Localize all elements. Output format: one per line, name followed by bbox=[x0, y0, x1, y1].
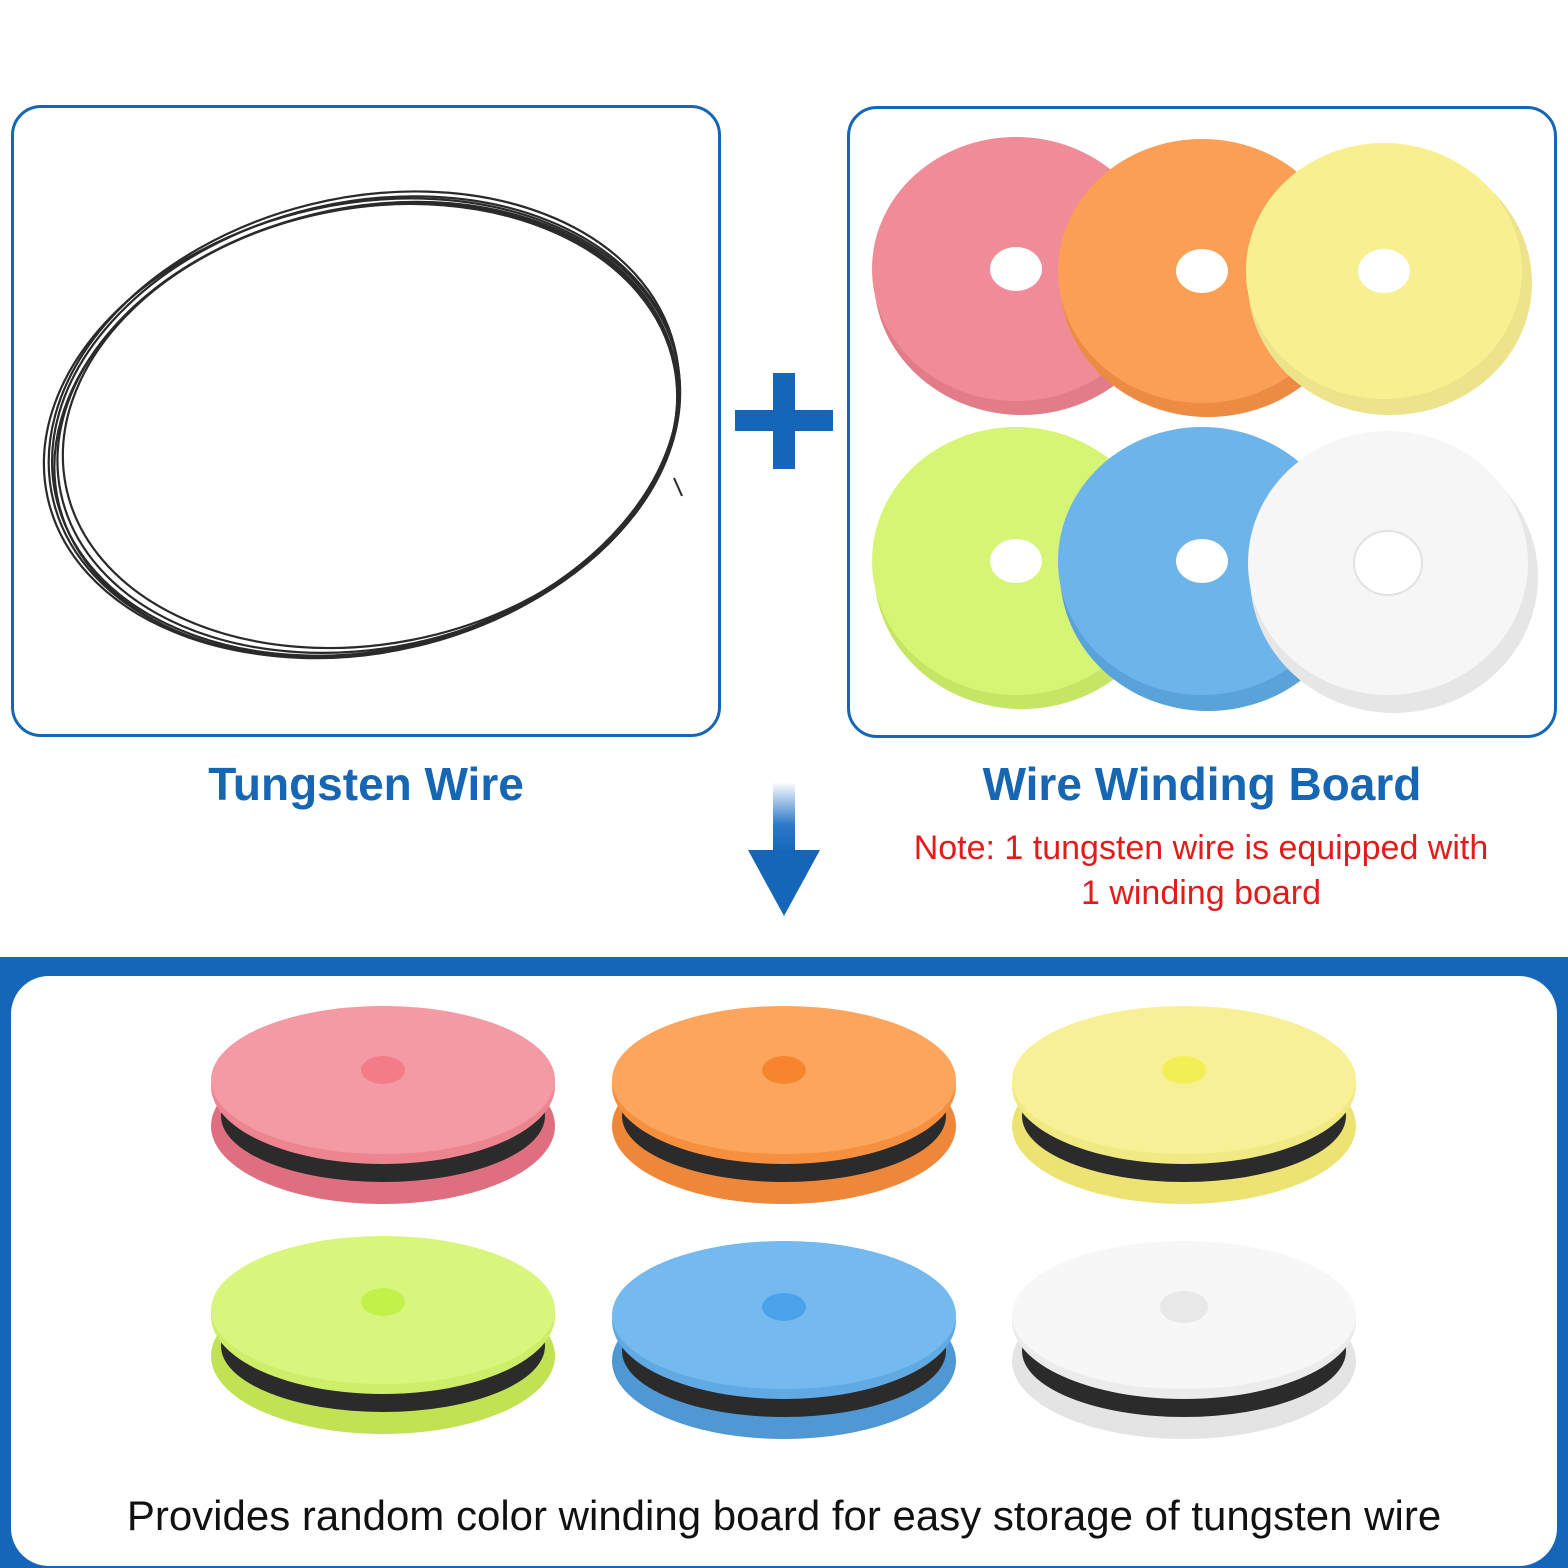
pink-spool bbox=[211, 1006, 555, 1204]
tungsten-wire-title: Tungsten Wire bbox=[208, 758, 524, 810]
plus-icon bbox=[735, 373, 833, 469]
orange-spool bbox=[612, 1006, 956, 1204]
equipment-note: Note: 1 tungsten wire is equipped with 1… bbox=[913, 829, 1489, 912]
tungsten-wire-panel bbox=[11, 105, 721, 737]
white-spool bbox=[1012, 1241, 1356, 1439]
yellow-spool bbox=[1012, 1006, 1356, 1204]
coiled-wire-icon bbox=[42, 190, 683, 660]
storage-caption: Provides random color winding board for … bbox=[126, 1492, 1442, 1539]
green-spool bbox=[211, 1236, 555, 1434]
wound-spool-icon bbox=[211, 1006, 1356, 1439]
spools-card: Provides random color winding board for … bbox=[11, 976, 1557, 1566]
winding-board-title: Wire Winding Board bbox=[982, 758, 1422, 810]
arrow-down-icon bbox=[748, 782, 820, 916]
foam-disc-icon bbox=[872, 137, 1538, 713]
blue-spool bbox=[612, 1241, 956, 1439]
white-board bbox=[1248, 431, 1538, 713]
yellow-board bbox=[1246, 143, 1532, 415]
winding-board-panel bbox=[847, 106, 1557, 738]
